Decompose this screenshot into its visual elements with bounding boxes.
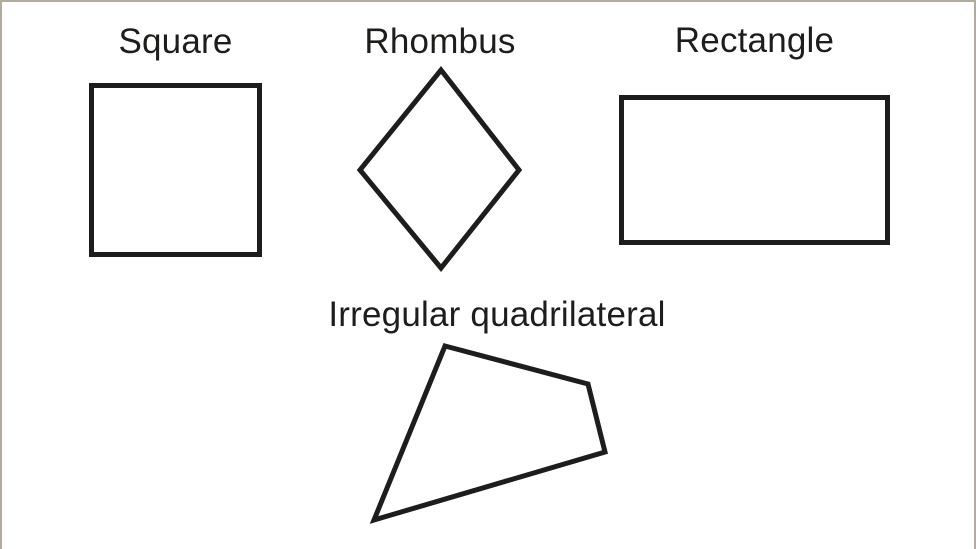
irregular-quadrilateral-shape bbox=[369, 343, 609, 524]
square-label: Square bbox=[118, 22, 233, 61]
rectangle-shape bbox=[619, 95, 890, 245]
irregular-quadrilateral-label: Irregular quadrilateral bbox=[328, 295, 666, 334]
rectangle-label: Rectangle bbox=[674, 21, 835, 60]
square-shape bbox=[89, 83, 262, 257]
rhombus-shape bbox=[356, 65, 523, 272]
rhombus-label: Rhombus bbox=[364, 22, 516, 61]
